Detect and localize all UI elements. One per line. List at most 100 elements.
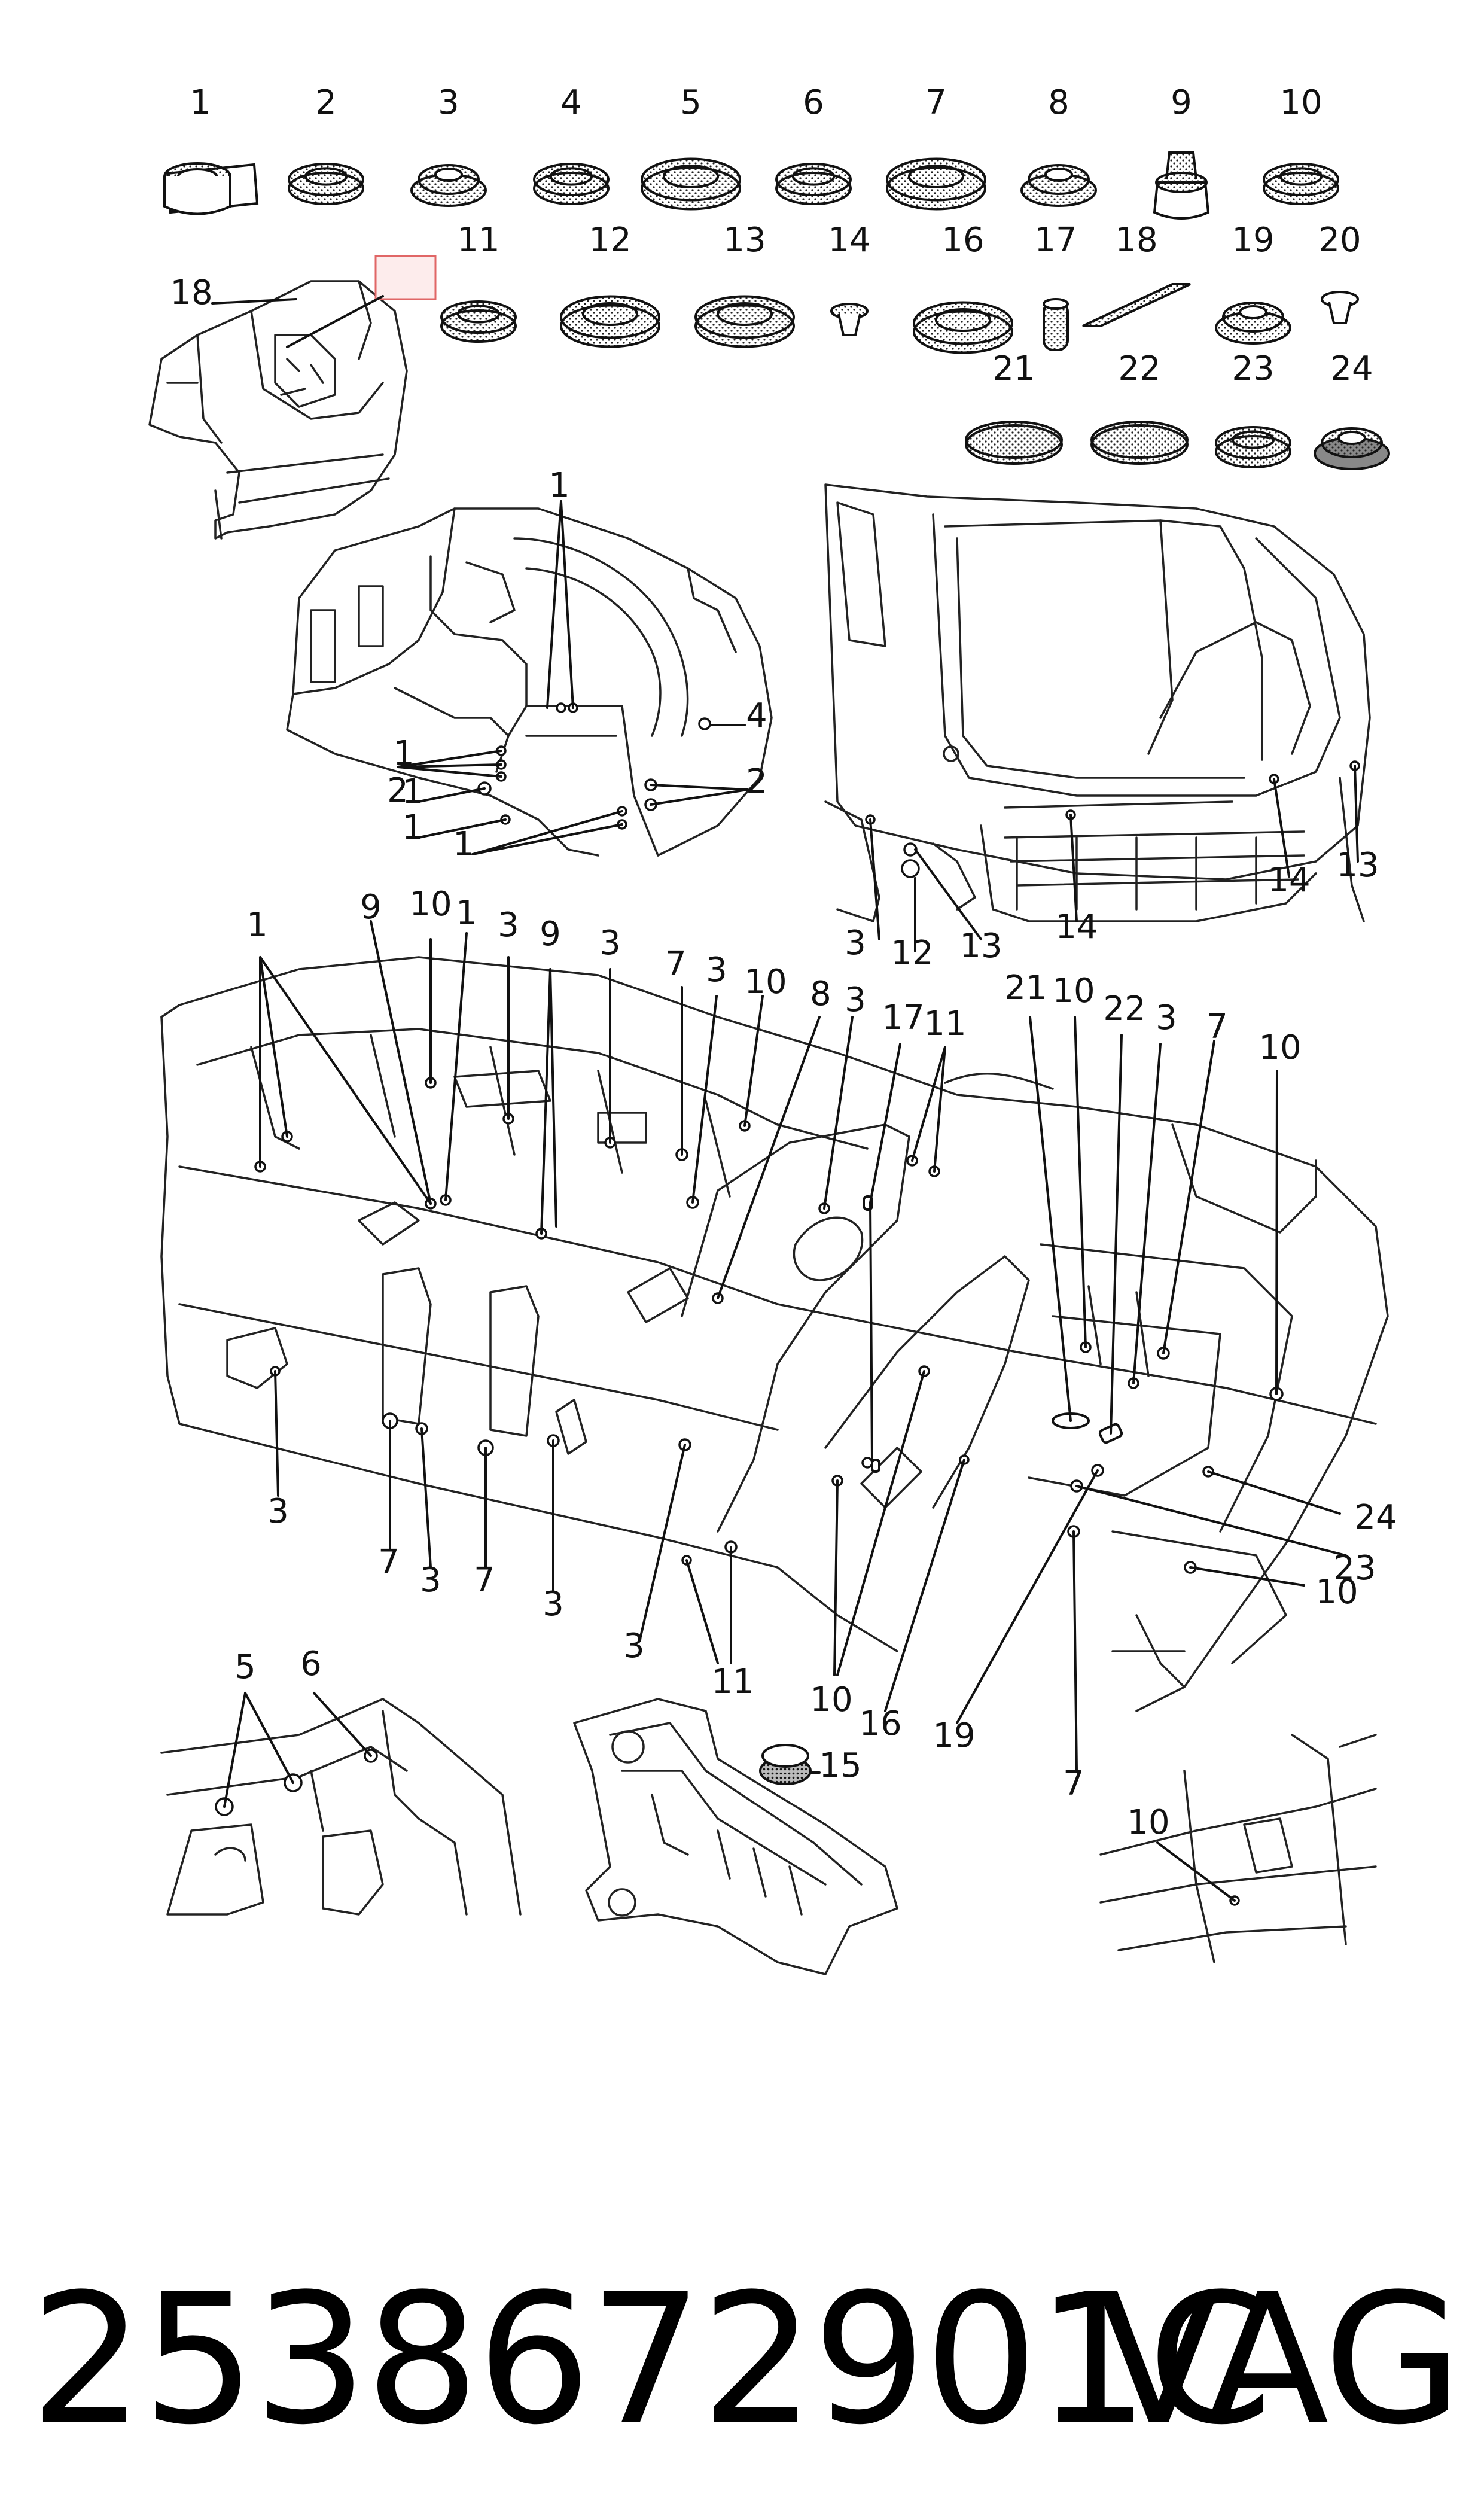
legend-number-6: 6 (803, 83, 824, 122)
callout-13-15: 13 (1336, 846, 1379, 885)
oval-part-icon (1090, 421, 1189, 465)
callout-3-10: 3 (845, 924, 866, 963)
legend-item-13: 13 (694, 221, 795, 348)
callout-3-33: 3 (1156, 998, 1177, 1037)
oval-part-icon (965, 421, 1063, 465)
callout-21-30: 21 (1004, 969, 1047, 1007)
callout-6-51: 6 (300, 1645, 322, 1683)
legend-number-5: 5 (680, 83, 702, 122)
callout-18-0: 18 (170, 273, 212, 312)
pin-part-icon (1043, 298, 1069, 351)
clip-small-part-icon (830, 303, 869, 336)
callout-22-32: 22 (1103, 989, 1145, 1028)
callout-11-29: 11 (924, 1004, 966, 1043)
legend-item-20: 20 (1318, 221, 1361, 324)
callout-10-18: 10 (409, 885, 452, 924)
legend-item-9: 9 (1153, 83, 1210, 220)
callout-5-50: 5 (234, 1648, 256, 1686)
leader-lines (211, 295, 1359, 1902)
callout-2-6: 2 (387, 771, 409, 810)
plug-part-icon (533, 162, 610, 206)
brand-name: VAG (1097, 2255, 1462, 2464)
plug-large-part-icon (913, 301, 1013, 354)
callout-3-27: 3 (845, 981, 866, 1019)
legend-number-20: 20 (1318, 221, 1361, 260)
callout-7-34: 7 (1206, 1007, 1228, 1046)
legend-number-21: 21 (992, 349, 1035, 388)
callout-11-42: 11 (711, 1663, 754, 1701)
callout-10-49: 10 (1315, 1573, 1358, 1612)
grommet-dark-part-icon (1314, 427, 1390, 470)
callout-3-24: 3 (706, 951, 727, 989)
legend-number-16: 16 (941, 221, 984, 260)
hole-markers (215, 702, 1360, 1906)
legend-number-11: 11 (457, 221, 499, 260)
clip-small-part-icon (1321, 291, 1359, 324)
grommet-part-icon (410, 164, 487, 207)
callout-16-44: 16 (859, 1704, 901, 1743)
callout-9-21: 9 (540, 915, 561, 954)
rocker-panel-detail-drawing (160, 1698, 522, 1916)
callout-3-38: 3 (420, 1561, 441, 1600)
legend-item-4: 4 (533, 83, 610, 206)
legend-item-22: 22 (1090, 349, 1189, 465)
callout-14-13: 14 (1055, 908, 1098, 946)
callout-3-20: 3 (498, 906, 519, 945)
legend-item-21: 21 (965, 349, 1063, 465)
legend-item-1: 1 (163, 83, 259, 215)
legend-item-6: 6 (775, 83, 852, 206)
plug-part-icon (775, 162, 852, 206)
grommet-part-icon (1215, 302, 1291, 345)
legend-number-10: 10 (1279, 83, 1322, 122)
underbody-floor-pan-drawing (160, 956, 1389, 1712)
callout-3-41: 3 (623, 1627, 645, 1666)
callout-1-4: 1 (402, 808, 423, 847)
callout-8-26: 8 (810, 975, 831, 1013)
callout-4-8: 4 (746, 696, 767, 735)
legend-item-8: 8 (1020, 83, 1097, 207)
cap-15-illustration (759, 1744, 812, 1785)
highlighted-item-box (374, 255, 437, 300)
callout-15-52: 15 (819, 1746, 861, 1785)
callout-7-46: 7 (1063, 1764, 1084, 1803)
callout-3-36: 3 (267, 1492, 289, 1531)
callout-14-14: 14 (1267, 861, 1310, 900)
legend-number-9: 9 (1171, 83, 1192, 122)
plug-large-part-icon (886, 157, 986, 211)
b-pillar-detail-drawing (1099, 1734, 1377, 1963)
legend-number-18: 18 (1115, 221, 1157, 260)
callout-10-35: 10 (1258, 1028, 1301, 1067)
grommet-part-icon (1020, 164, 1097, 207)
callout-2-9: 2 (746, 762, 767, 801)
legend-number-7: 7 (925, 83, 947, 122)
callout-10-31: 10 (1052, 972, 1095, 1010)
legend-number-3: 3 (438, 83, 459, 122)
callout-1-2: 1 (393, 734, 415, 773)
legend-item-14: 14 (828, 221, 871, 336)
legend-number-13: 13 (723, 221, 766, 260)
callout-19-45: 19 (933, 1716, 975, 1755)
legend-number-8: 8 (1048, 83, 1069, 122)
callout-17-28: 17 (882, 998, 924, 1037)
callout-24-48: 24 (1354, 1498, 1397, 1537)
legend-item-23: 23 (1215, 349, 1291, 469)
plug-large-part-icon (560, 295, 660, 348)
plug-part-icon (288, 162, 364, 206)
plug-part-icon (1215, 425, 1291, 469)
legend-item-2: 2 (288, 83, 364, 206)
callout-23-47: 23 (1333, 1549, 1376, 1588)
plug-part-icon (440, 300, 517, 343)
callout-3-22: 3 (599, 924, 621, 963)
legend-item-16: 16 (913, 221, 1013, 354)
tape-part-icon (163, 162, 259, 215)
legend-item-18: 18 (1082, 221, 1191, 327)
legend-number-19: 19 (1232, 221, 1274, 260)
strip-part-icon (1082, 283, 1191, 327)
callout-1-5: 1 (453, 825, 474, 864)
legend-number-17: 17 (1034, 221, 1077, 260)
legend-number-2: 2 (315, 83, 337, 122)
front-wheel-arch-drawing (286, 507, 773, 857)
callout-10-43: 10 (810, 1680, 852, 1719)
